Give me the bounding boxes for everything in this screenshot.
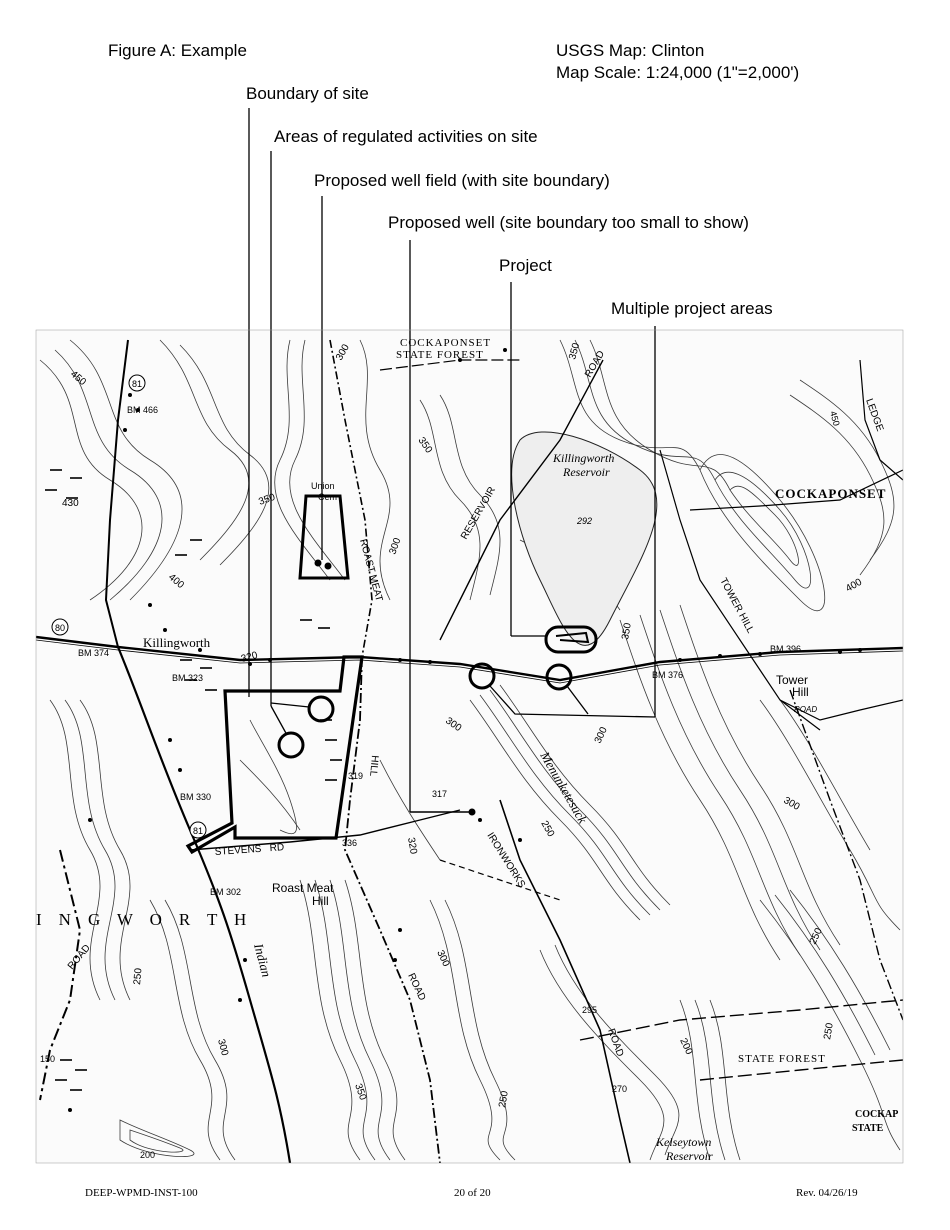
benchmark-396: BM 396 xyxy=(770,644,801,654)
benchmark-302: BM 302 xyxy=(210,887,241,897)
regulated-leader-lines xyxy=(270,702,310,736)
road-label-stevens-rd: STEVENS RD xyxy=(214,842,284,858)
road-label-tower-road: ROAD xyxy=(794,705,817,714)
site-boundary-main xyxy=(185,655,364,855)
svg-text:300: 300 xyxy=(215,1038,230,1057)
label-state-se: STATE xyxy=(852,1123,884,1134)
callout-project: Project xyxy=(499,256,552,275)
label-state-forest: STATE FOREST xyxy=(396,349,484,361)
label-township: I N G W O R T H xyxy=(36,910,246,929)
callout-proposed-well: Proposed well (site boundary too small t… xyxy=(388,213,749,232)
label-killingworth-reservoir: Killingworth xyxy=(552,451,614,465)
callout-boundary-of-site: Boundary of site xyxy=(246,84,369,103)
svg-text:320: 320 xyxy=(405,837,419,856)
svg-text:250: 250 xyxy=(497,1090,511,1109)
contour-lines xyxy=(39,339,901,1161)
callout-leader-lines xyxy=(248,108,656,812)
svg-text:350: 350 xyxy=(620,622,634,641)
label-tower-hill: Tower xyxy=(776,673,808,687)
label-reservoir: Reservoir xyxy=(562,465,610,479)
svg-text:250: 250 xyxy=(132,967,144,985)
footer-page-number: 20 of 20 xyxy=(454,1187,491,1199)
regulated-activity-area-1 xyxy=(277,695,335,759)
svg-text:81: 81 xyxy=(132,379,142,389)
svg-text:430: 430 xyxy=(62,498,79,509)
figure-title: Figure A: Example xyxy=(108,41,247,60)
label-kelseytown-reservoir: Kelseytown xyxy=(655,1135,711,1149)
label-union: Union xyxy=(311,481,335,491)
multiple-project-areas xyxy=(468,662,573,691)
footer-doc-id: DEEP-WPMD-INST-100 xyxy=(85,1187,198,1199)
map-background: 81 80 81 COCKAPONSET STATE FOREST Killin… xyxy=(36,330,903,1163)
svg-text:319: 319 xyxy=(348,771,363,781)
label-roast-meat-hill-2: Hill xyxy=(312,894,329,908)
svg-text:270: 270 xyxy=(612,1084,627,1094)
roads xyxy=(36,339,903,1163)
route-shield-81-south: 81 xyxy=(189,821,207,839)
benchmark-466: BM 466 xyxy=(127,405,158,415)
benchmark-323: BM 323 xyxy=(172,673,203,683)
label-killingworth-town: Killingworth xyxy=(143,635,211,650)
label-kelseytown-reservoir-2: Reservoir xyxy=(665,1149,713,1163)
marsh-symbols xyxy=(45,469,342,1091)
svg-text:336: 336 xyxy=(342,838,357,848)
benchmark-376: BM 376 xyxy=(652,670,683,680)
route-shield-80: 80 xyxy=(51,618,69,636)
svg-text:80: 80 xyxy=(55,623,65,633)
map-frame xyxy=(35,329,904,1164)
svg-text:450: 450 xyxy=(828,410,842,427)
label-state-forest-se: STATE FOREST xyxy=(738,1053,826,1065)
road-label-hill: HILL xyxy=(367,755,380,777)
svg-text:292: 292 xyxy=(576,516,592,526)
multiple-project-leaders xyxy=(489,685,656,718)
svg-text:317: 317 xyxy=(432,789,447,799)
callout-multiple-project-areas: Multiple project areas xyxy=(611,299,773,318)
callout-regulated-areas: Areas of regulated activities on site xyxy=(274,127,538,146)
project-area xyxy=(544,625,598,654)
callout-proposed-well-field: Proposed well field (with site boundary) xyxy=(314,171,610,190)
svg-text:295: 295 xyxy=(582,1005,597,1015)
route-shield-81-north: 81 xyxy=(128,374,146,392)
svg-text:250: 250 xyxy=(822,1022,836,1041)
label-hill: Hill xyxy=(792,685,809,699)
label-cockap-se: COCKAP xyxy=(855,1109,898,1120)
proposed-well-field-boundary xyxy=(298,494,350,580)
map-scale: Map Scale: 1:24,000 (1"=2,000') xyxy=(556,63,800,82)
label-cockaponset-sf: COCKAPONSET xyxy=(400,337,491,349)
label-cockaponset-east: COCKAPONSET xyxy=(775,486,886,501)
svg-text:150: 150 xyxy=(40,1054,55,1064)
svg-text:81: 81 xyxy=(193,826,203,836)
benchmark-374: BM 374 xyxy=(78,648,109,658)
label-roast-meat-hill: Roast Meat xyxy=(272,881,334,895)
svg-text:200: 200 xyxy=(140,1150,155,1160)
proposed-well-marker xyxy=(410,808,476,816)
killingworth-reservoir xyxy=(511,431,658,646)
benchmark-330: BM 330 xyxy=(180,792,211,802)
map-source: USGS Map: Clinton xyxy=(556,41,705,60)
svg-text:350: 350 xyxy=(567,341,582,360)
proposed-well-field-wells xyxy=(314,559,332,570)
footer-revision: Rev. 04/26/19 xyxy=(796,1187,858,1199)
